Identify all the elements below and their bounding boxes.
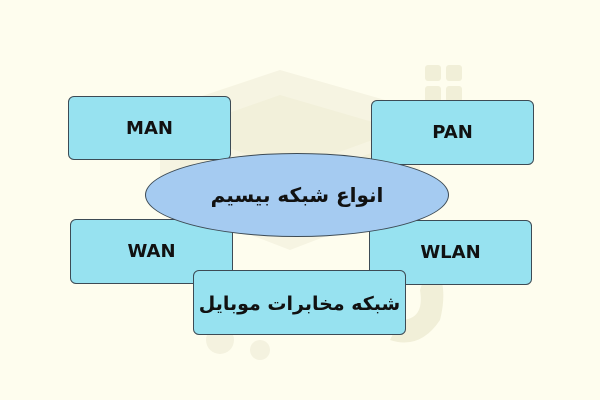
mobile-network-box: شبکه مخابرات موبایل xyxy=(193,270,406,335)
center-ellipse: انواع شبکه بیسیم xyxy=(145,153,449,237)
pan-label: PAN xyxy=(432,122,473,143)
man-label: MAN xyxy=(126,117,173,139)
wan-label: WAN xyxy=(127,241,176,262)
pan-box: PAN xyxy=(371,100,534,165)
mobile-network-label: شبکه مخابرات موبایل xyxy=(198,292,401,315)
man-box: MAN xyxy=(68,96,231,160)
wlan-label: WLAN xyxy=(420,242,481,263)
center-label: انواع شبکه بیسیم xyxy=(210,183,384,207)
